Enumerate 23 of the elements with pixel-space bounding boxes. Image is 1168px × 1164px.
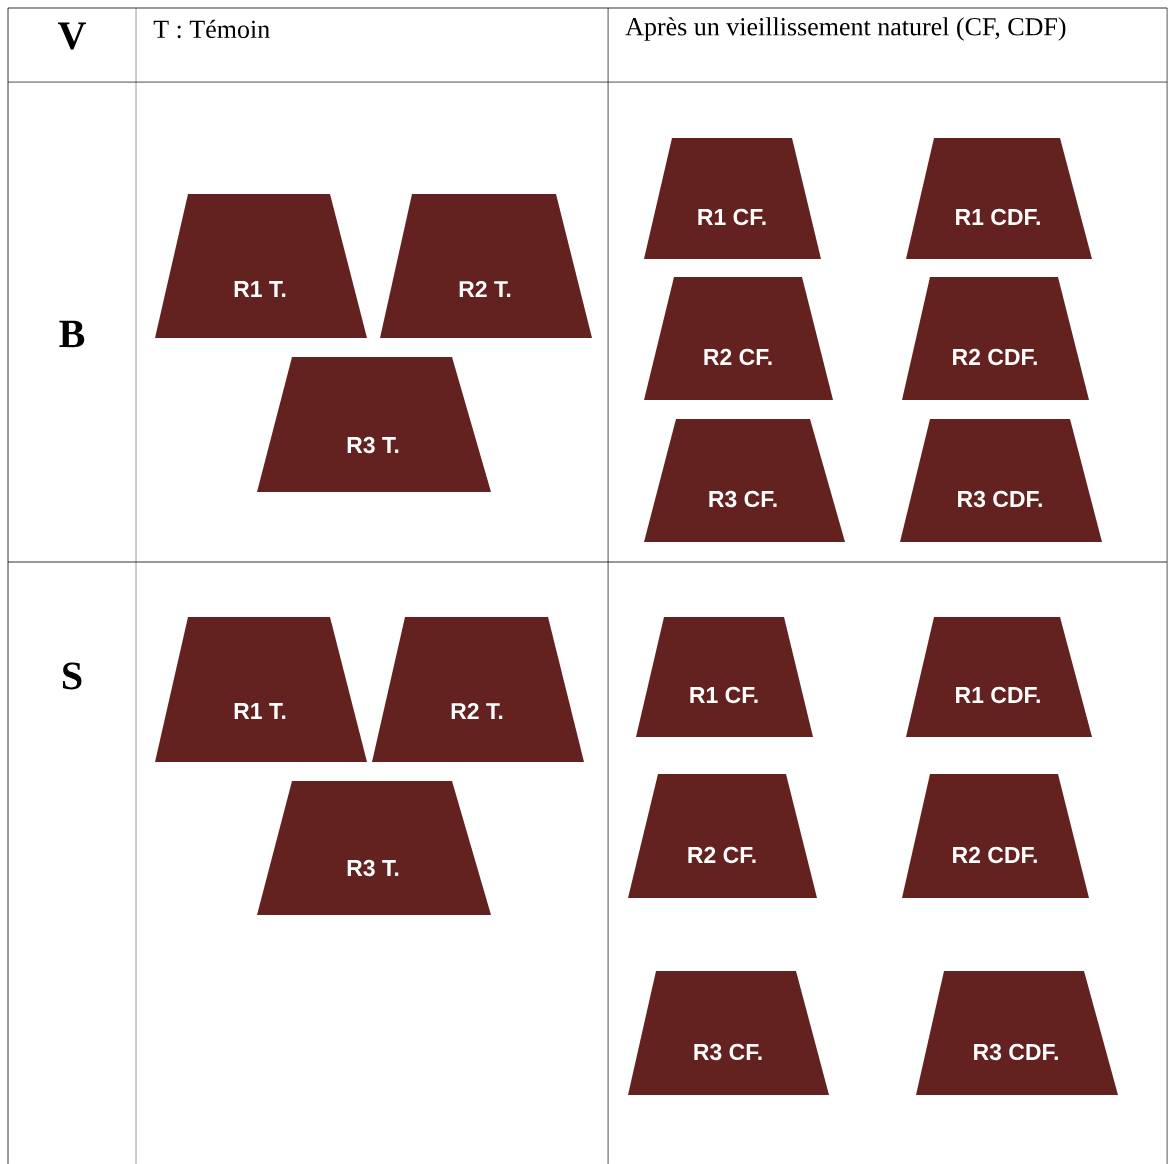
trapezoid: R1 CF. — [636, 617, 813, 737]
trapezoid: R3 T. — [257, 357, 491, 492]
trapezoid: R2 CDF. — [902, 277, 1089, 400]
trapezoid: R2 CF. — [644, 277, 833, 400]
trapezoid: R2 CF. — [628, 774, 817, 898]
trapezoid: R3 CDF. — [900, 419, 1102, 542]
row-header: B — [59, 320, 85, 348]
trapezoid: R3 T. — [257, 781, 491, 915]
trapezoid: R1 CF. — [644, 138, 821, 259]
trapezoid: R1 T. — [155, 617, 367, 762]
column-header: T : Témoin — [153, 19, 270, 39]
trapezoid: R3 CF. — [644, 419, 845, 542]
row-header: S — [63, 662, 82, 690]
row-header: V — [58, 22, 86, 50]
trapezoid: R1 CDF. — [906, 617, 1092, 737]
trapezoid: R2 T. — [380, 194, 592, 338]
trapezoid: R3 CF. — [628, 971, 829, 1095]
trapezoid: R2 T. — [372, 617, 584, 762]
column-header: Après un vieillissement naturel (CF, CDF) — [625, 17, 1066, 41]
trapezoid: R1 T. — [155, 194, 367, 338]
trapezoid: R1 CDF. — [906, 138, 1092, 259]
trapezoid: R3 CDF. — [916, 971, 1118, 1095]
trapezoid: R2 CDF. — [902, 774, 1089, 898]
